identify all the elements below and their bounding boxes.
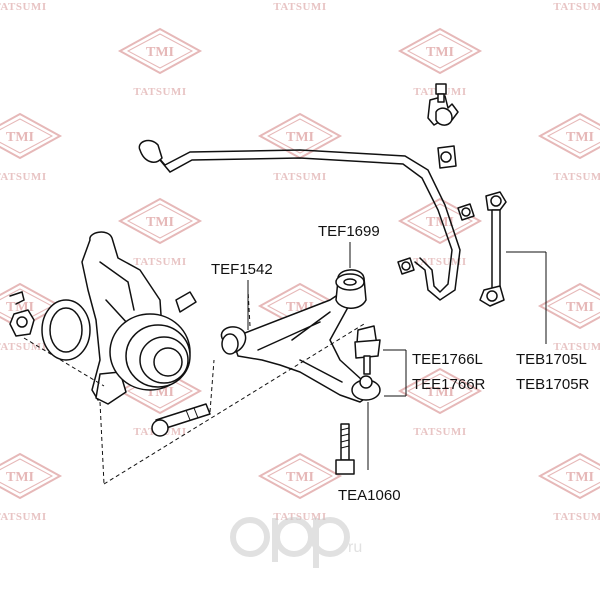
tmi-diamond-inner bbox=[406, 203, 474, 239]
label-tee1766r: TEE1766R bbox=[412, 376, 486, 393]
watermark-logo-text: TMI bbox=[426, 45, 454, 60]
lower-bolt bbox=[335, 423, 355, 475]
watermark-brand-text: TATSUMI bbox=[133, 256, 186, 268]
tmi-diamond-mark bbox=[0, 112, 63, 160]
watermark-logo-text: TMI bbox=[6, 130, 34, 145]
tmi-diamond-inner bbox=[0, 458, 54, 494]
lower-control-arm bbox=[220, 269, 371, 403]
tmi-diamond-inner bbox=[0, 118, 54, 154]
label-teb1705l: TEB1705L bbox=[516, 351, 587, 368]
watermark-logo-text: TMI bbox=[566, 130, 594, 145]
stabilizer-link bbox=[479, 191, 547, 344]
axle-nut bbox=[9, 291, 35, 337]
watermark-logo-text: TMI bbox=[286, 470, 314, 485]
bar-bushing-small bbox=[397, 203, 475, 275]
tmi-diamond-inner bbox=[266, 458, 334, 494]
hub-seal bbox=[41, 299, 91, 361]
wheel-hub bbox=[109, 313, 191, 391]
watermark-brand-text: TATSUMI bbox=[0, 341, 47, 353]
watermark-logo-text: TMI bbox=[286, 130, 314, 145]
watermark-logo-text: TMI bbox=[146, 45, 174, 60]
label-tef1699: TEF1699 bbox=[318, 223, 380, 240]
stabilizer-bushing bbox=[427, 83, 459, 169]
watermark-brand-text: TATSUMI bbox=[553, 171, 600, 183]
tmi-diamond-inner bbox=[126, 33, 194, 69]
tmi-diamond-mark bbox=[397, 27, 483, 75]
tmi-diamond-mark bbox=[397, 197, 483, 245]
tmi-diamond-mark bbox=[397, 367, 483, 415]
label-tee1766l: TEE1766L bbox=[412, 351, 483, 368]
tmi-diamond-mark bbox=[537, 112, 600, 160]
watermark-brand-text: TATSUMI bbox=[133, 86, 186, 98]
watermark-logo-text: TMI bbox=[426, 385, 454, 400]
stabilizer-bar bbox=[138, 139, 461, 301]
tmi-diamond-inner bbox=[126, 203, 194, 239]
tmi-diamond-inner bbox=[266, 118, 334, 154]
label-tea1060: TEA1060 bbox=[338, 487, 401, 504]
tmi-diamond-inner bbox=[546, 458, 600, 494]
tmi-diamond-inner bbox=[546, 118, 600, 154]
watermark-logo-text: TMI bbox=[566, 300, 594, 315]
label-tef1542: TEF1542 bbox=[211, 261, 273, 278]
watermark-brand-text: TATSUMI bbox=[273, 171, 326, 183]
watermark-brand-text: TATSUMI bbox=[273, 1, 326, 13]
watermark-logo-text: TMI bbox=[426, 215, 454, 230]
watermark-brand-text: TATSUMI bbox=[0, 511, 47, 523]
tmi-diamond-mark bbox=[257, 452, 343, 500]
tmi-diamond-inner bbox=[406, 33, 474, 69]
watermark-logo-text: TMI bbox=[566, 470, 594, 485]
watermark-brand-text: TATSUMI bbox=[0, 171, 47, 183]
label-teb1705r: TEB1705R bbox=[516, 376, 590, 393]
tmi-diamond-mark bbox=[537, 282, 600, 330]
watermark-logo-text: TMI bbox=[146, 215, 174, 230]
site-suffix: ru bbox=[348, 539, 362, 556]
tmi-diamond-mark bbox=[117, 197, 203, 245]
watermark-brand-text: TATSUMI bbox=[0, 1, 47, 13]
tmi-diamond-mark bbox=[0, 452, 63, 500]
knuckle-bolt bbox=[151, 403, 211, 437]
tmi-diamond-mark bbox=[117, 27, 203, 75]
callout-labels: TEF1699 TEF1542 TEE1766L TEE1766R TEB170… bbox=[211, 223, 590, 504]
tmi-diamond-inner bbox=[406, 373, 474, 409]
steering-knuckle bbox=[81, 231, 197, 405]
site-logo: ru bbox=[230, 517, 362, 568]
watermark-brand-text: TATSUMI bbox=[553, 341, 600, 353]
watermark-brand-text: TATSUMI bbox=[553, 1, 600, 13]
tmi-diamond-mark bbox=[537, 452, 600, 500]
watermark-brand-text: TATSUMI bbox=[413, 426, 466, 438]
ball-joint bbox=[351, 325, 381, 470]
watermark-logo-text: TMI bbox=[6, 470, 34, 485]
watermark-brand-text: TATSUMI bbox=[553, 511, 600, 523]
tmi-diamond-inner bbox=[546, 288, 600, 324]
tee-bracket bbox=[383, 349, 407, 397]
